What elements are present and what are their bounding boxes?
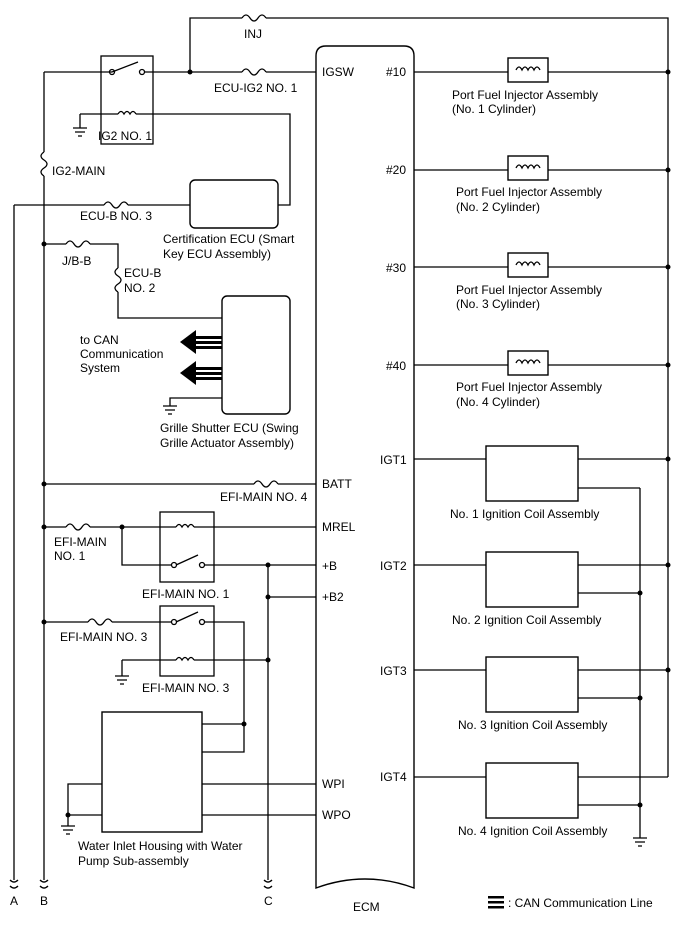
legend: : CAN Communication Line: [488, 896, 653, 910]
batt-circuit: EFI-MAIN NO. 4: [41, 480, 316, 504]
fuse-efi-main-no3: EFI-MAIN NO. 3: [60, 630, 148, 644]
pin-igt4: IGT4: [380, 770, 407, 784]
pin-plus-b2: +B2: [322, 590, 344, 604]
grille-shutter-circuit: J/B-B ECU-B NO. 2 to CAN Communication S…: [41, 240, 299, 450]
relay-efi-main-no3: [159, 605, 215, 677]
pin-igt3: IGT3: [380, 664, 407, 678]
connector-c: C: [264, 894, 273, 908]
certification-ecu-label-2: Key ECU Assembly): [163, 247, 271, 261]
ecm-label: ECM: [353, 900, 380, 914]
ignition-coils: No. 1 Ignition Coil Assembly No. 2 Ignit…: [414, 445, 671, 847]
fuse-inj: INJ: [244, 27, 262, 41]
can-note-1: to CAN: [80, 333, 119, 347]
can-arrow-lower: [180, 361, 222, 385]
pin-30: #30: [386, 261, 406, 275]
ignition-coil-1-label: No. 1 Ignition Coil Assembly: [450, 507, 599, 521]
pin-igt2: IGT2: [380, 559, 407, 573]
pin-wpo: WPO: [322, 808, 351, 822]
water-pump-label-1: Water Inlet Housing with Water: [78, 839, 243, 853]
pin-plus-b: +B: [322, 559, 337, 573]
relay-efi-main-no1-label: EFI-MAIN NO. 1: [142, 587, 230, 601]
injector-4: Port Fuel Injector Assembly (No. 4 Cylin…: [414, 350, 671, 409]
ignition-coil-4-box: [485, 762, 579, 819]
water-pump-box: [101, 711, 203, 833]
relay-ig2-no1-label: IG2 NO. 1: [98, 129, 152, 143]
pin-wpi: WPI: [322, 777, 345, 791]
ignition-coil-2-label: No. 2 Ignition Coil Assembly: [452, 613, 601, 627]
fuse-ecu-b-no2-2: NO. 2: [124, 281, 156, 295]
pin-igt1: IGT1: [380, 453, 407, 467]
injector-2-label-2: (No. 2 Cylinder): [456, 200, 540, 214]
ig2-circuit: INJ ECU-IG2 NO. 1 IG2 NO. 1: [44, 14, 669, 777]
injector-3-label-2: (No. 3 Cylinder): [456, 297, 540, 311]
water-pump-circuit: Water Inlet Housing with Water Pump Sub-…: [61, 711, 316, 868]
certification-ecu-label-1: Certification ECU (Smart: [163, 232, 295, 246]
can-line-legend-label: : CAN Communication Line: [508, 896, 653, 910]
certification-ecu-circuit: ECU-B NO. 3 Certification ECU (Smart Key…: [14, 179, 295, 261]
ignition-coil-1: No. 1 Ignition Coil Assembly: [414, 445, 671, 521]
ignition-coil-2: No. 2 Ignition Coil Assembly: [414, 551, 671, 627]
ignition-coil-4-label: No. 4 Ignition Coil Assembly: [458, 824, 607, 838]
relay-ig2-no1: [100, 55, 154, 145]
ignition-coil-4: No. 4 Ignition Coil Assembly: [414, 762, 668, 838]
injector-2-label-1: Port Fuel Injector Assembly: [456, 185, 602, 199]
water-pump-label-2: Pump Sub-assembly: [78, 854, 189, 868]
pin-batt: BATT: [322, 477, 352, 491]
efi-main-no1-circuit: EFI-MAIN NO. 1 EFI-MAIN NO. 1: [41, 511, 316, 601]
pin-20: #20: [386, 163, 406, 177]
efi-main-no3-circuit: EFI-MAIN NO. 3 EFI-MAIN NO. 3: [41, 605, 271, 753]
fuse-ecu-ig2-no1: ECU-IG2 NO. 1: [214, 81, 298, 95]
pin-igsw: IGSW: [322, 65, 355, 79]
injector-4-label-2: (No. 4 Cylinder): [456, 395, 540, 409]
connector-b: B: [40, 894, 48, 908]
pin-40: #40: [386, 359, 406, 373]
injector-4-label-1: Port Fuel Injector Assembly: [456, 380, 602, 394]
fuse-efi-main-no1-2: NO. 1: [54, 549, 86, 563]
certification-ecu: [189, 179, 279, 229]
grille-shutter-label-1: Grille Shutter ECU (Swing: [160, 421, 299, 435]
relay-efi-main-no3-label: EFI-MAIN NO. 3: [142, 681, 230, 695]
ignition-coil-1-box: [485, 445, 579, 502]
injector-3-label-1: Port Fuel Injector Assembly: [456, 283, 602, 297]
pin-mrel: MREL: [322, 520, 356, 534]
can-note-2: Communication: [80, 347, 163, 361]
can-arrow-upper: [180, 330, 222, 354]
ignition-coil-3: No. 3 Ignition Coil Assembly: [414, 656, 671, 732]
fuse-jb-b: J/B-B: [62, 254, 91, 268]
injector-3: Port Fuel Injector Assembly (No. 3 Cylin…: [414, 252, 671, 311]
grille-shutter-label-2: Grille Actuator Assembly): [160, 436, 294, 450]
fuse-efi-main-no4: EFI-MAIN NO. 4: [220, 490, 308, 504]
ignition-coil-3-label: No. 3 Ignition Coil Assembly: [458, 718, 607, 732]
grille-shutter-ecu: [221, 295, 291, 415]
injector-1-label-2: (No. 1 Cylinder): [452, 102, 536, 116]
ignition-coil-2-box: [485, 551, 579, 608]
injector-2: Port Fuel Injector Assembly (No. 2 Cylin…: [414, 155, 671, 214]
injector-1-label-1: Port Fuel Injector Assembly: [452, 88, 598, 102]
pin-10: #10: [386, 65, 406, 79]
can-note-3: System: [80, 361, 120, 375]
ecm-box: [315, 45, 415, 890]
fuse-ecu-b-no3: ECU-B NO. 3: [80, 209, 152, 223]
left-buses: A B IG2-MAIN C: [9, 72, 273, 908]
connector-a: A: [10, 894, 18, 908]
ignition-coil-3-box: [485, 656, 579, 713]
fuse-efi-main-no1-1: EFI-MAIN: [54, 535, 107, 549]
can-line-legend-symbol: [488, 896, 504, 899]
relay-efi-main-no1: [159, 511, 215, 583]
fuse-ecu-b-no2-1: ECU-B: [124, 266, 161, 280]
fuse-ig2-main: IG2-MAIN: [52, 164, 105, 178]
injector-1: Port Fuel Injector Assembly (No. 1 Cylin…: [414, 57, 671, 116]
